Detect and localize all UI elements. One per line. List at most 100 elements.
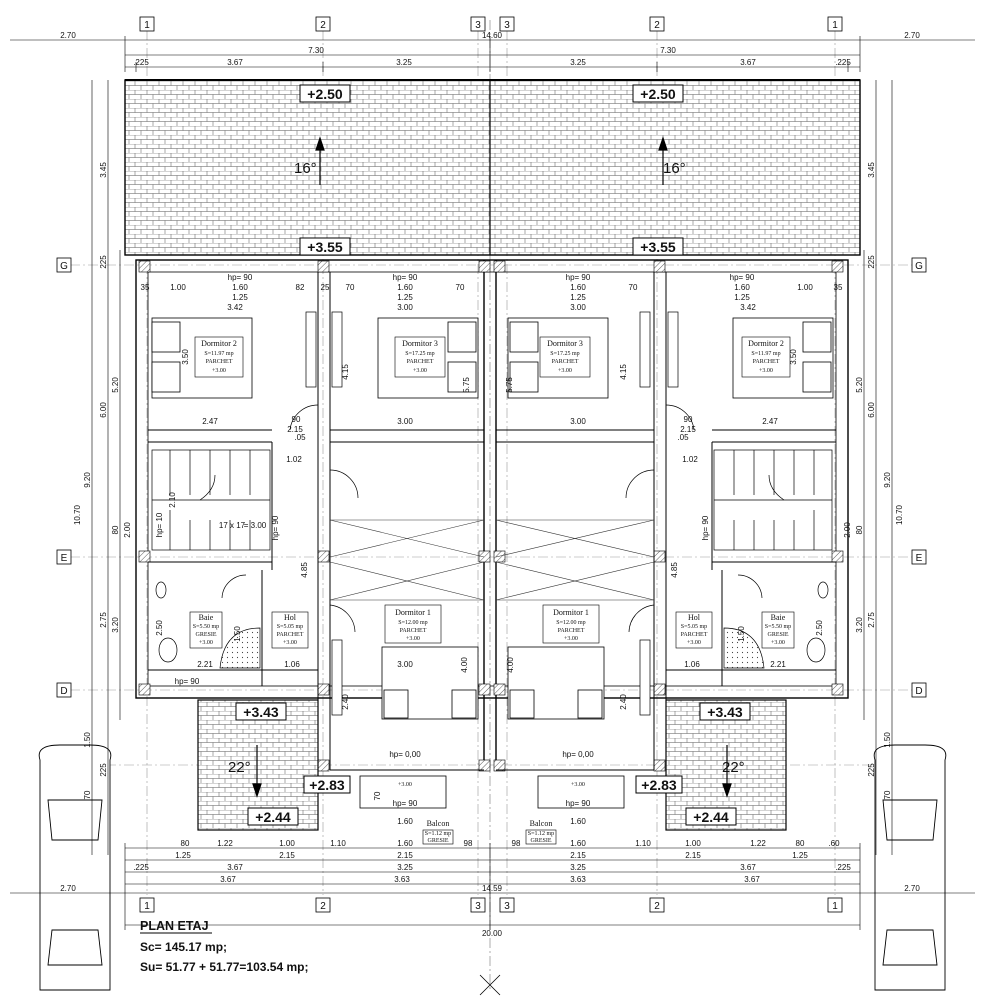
- dim-150: 1.50: [233, 626, 242, 642]
- porch-roofs: [197, 699, 787, 831]
- dim-left-2: 5.20: [111, 377, 120, 393]
- section-mark: [479, 974, 501, 996]
- porch-elevation-bottom-right: +2.44: [693, 809, 729, 825]
- parked-cars: [38, 744, 947, 991]
- staircase-right: [713, 449, 833, 551]
- inner-dim-r-342: 3.42: [740, 303, 756, 312]
- room-area-dormitor2-left: S=11.97 mp: [204, 351, 233, 357]
- dim-r-250: 2.50: [815, 620, 824, 636]
- dim-right-12: 70: [883, 790, 892, 799]
- dim-bottom-r1-r6: .60: [828, 839, 840, 848]
- area-built: Sc= 145.17 mp;: [140, 940, 227, 954]
- dim-bottom-r1-r0: 98: [512, 839, 521, 848]
- dim-left-1: 225: [99, 255, 108, 269]
- dim-350: 3.50: [181, 349, 190, 365]
- dim-bottom-r1-r4: 1.22: [750, 839, 766, 848]
- window-hp-4: hp= 0,00: [389, 750, 421, 759]
- room-level-baie-right: +3.00: [771, 640, 785, 646]
- room-finish-baie-left: GRESIE: [196, 632, 217, 638]
- room-name-dormitor1-right: Dormitor 1: [553, 608, 589, 617]
- window-r-hp-1: hp= 90: [566, 273, 591, 282]
- dim-bottom-r1-r5: 80: [796, 839, 805, 848]
- dim-bottom-r4-r0: 3.63: [570, 875, 586, 884]
- inner-dim-25: 25: [321, 283, 330, 292]
- balconies: [359, 775, 625, 809]
- dim-top-right-side: 2.70: [904, 31, 920, 40]
- inner-dim-125-b: 1.25: [397, 293, 413, 302]
- room-name-dormitor1-left: Dormitor 1: [395, 608, 431, 617]
- inner-dim-100: 1.00: [170, 283, 186, 292]
- room-finish-dormitor1-left: PARCHET: [400, 628, 427, 634]
- eave-elevation-left: +3.55: [307, 239, 343, 255]
- porch-elevation-bottom-left: +2.44: [255, 809, 291, 825]
- dim-right-5: 10.70: [895, 504, 904, 525]
- room-name-hol-left: Hol: [284, 613, 297, 622]
- room-area-dormitor3-left: S=17.25 mp: [405, 351, 434, 357]
- inner-dim-82: 82: [296, 283, 305, 292]
- inner-dim-35-a: 35: [141, 283, 150, 292]
- dim-top-left-2: 3.25: [396, 58, 412, 67]
- dim-left-11: 225: [99, 763, 108, 777]
- door-swings: [221, 404, 763, 633]
- balcony-r-hp-90: hp= 90: [566, 799, 591, 808]
- stair-r-hp-90: hp= 90: [701, 515, 710, 540]
- roof-elevations: [299, 84, 684, 256]
- room-name-hol-right: Hol: [688, 613, 701, 622]
- dim-top-left-1: 3.67: [227, 58, 243, 67]
- window-hp-2: hp= 90: [393, 273, 418, 282]
- dim-r-350: 3.50: [789, 349, 798, 365]
- axis-label-bottom-2: 2: [320, 901, 326, 912]
- stair-r-dim-102: 1.02: [682, 455, 698, 464]
- room-name-dormitor3-left: Dormitor 3: [402, 339, 438, 348]
- axis-label-bottom-2r: 2: [654, 901, 660, 912]
- dim-right-0: 3.45: [867, 162, 876, 178]
- dim-bottom-r1-r2: 1.10: [635, 839, 651, 848]
- dim-left-0: 3.45: [99, 162, 108, 178]
- inner-dim-160-a: 1.60: [232, 283, 248, 292]
- inner-dim-r-70-b: 70: [629, 283, 638, 292]
- dim-top-overall: 14.60: [482, 31, 503, 40]
- drawing-title: PLAN ETAJ: [140, 919, 209, 933]
- inner-dim-r-100: 1.00: [797, 283, 813, 292]
- axis-label-top-3r: 3: [504, 20, 510, 31]
- dim-bottom-site-total: 20.00: [482, 929, 503, 938]
- window-hp-1: hp= 90: [228, 273, 253, 282]
- dim-bottom-r1-l5: 98: [464, 839, 473, 848]
- dim-left-8: 2.75: [99, 612, 108, 628]
- dim-r-575: 5.75: [505, 377, 514, 393]
- balcony-dim-70: 70: [373, 791, 382, 800]
- window-hp-3: hp= 90: [175, 677, 200, 686]
- axis-label-E: E: [61, 553, 68, 564]
- room-level-baie-left: +3.00: [199, 640, 213, 646]
- inner-dim-r-247: 2.47: [762, 417, 778, 426]
- dim-left-6: 80: [111, 525, 120, 534]
- bed1-r-dim-400: 4.00: [506, 657, 515, 673]
- inner-dim-r-106: 1.06: [684, 660, 700, 669]
- room-area-balcon-right: S=1.12 mp: [528, 831, 554, 837]
- dim-bottom-r2-l1: 2.15: [279, 851, 295, 860]
- dim-bottom-r1-l1: 1.22: [217, 839, 233, 848]
- bed1-r-dim-240: 2.40: [619, 694, 628, 710]
- balcony-r-dim-160: 1.60: [570, 817, 586, 826]
- dim-bottom-r3-r2: .225: [835, 863, 851, 872]
- dim-bottom-r3-l2: 3.25: [397, 863, 413, 872]
- roof-slope-arrows: [315, 136, 668, 185]
- top-dimension-lines: [10, 36, 975, 72]
- room-area-hol-right: S=5.05 mp: [681, 624, 707, 630]
- dim-top-left-side: 2.70: [60, 31, 76, 40]
- ridge-elevation-right: +2.50: [640, 86, 676, 102]
- inner-dim-221: 2.21: [197, 660, 213, 669]
- hallway-cross-marks: [329, 519, 655, 601]
- room-level-balcon-right: +3.00: [571, 782, 585, 788]
- porch-elevation-top-left: +3.43: [243, 704, 279, 720]
- dim-right-1: 225: [867, 255, 876, 269]
- dim-bottom-r1-r3: 1.00: [685, 839, 701, 848]
- room-area-dormitor2-right: S=11.97 mp: [751, 351, 780, 357]
- room-finish-dormitor3-left: PARCHET: [407, 359, 434, 365]
- inner-dim-r-90: 90: [684, 415, 693, 424]
- room-area-dormitor1-right: S=12.00 mp: [556, 620, 585, 626]
- inner-dim-r-221: 2.21: [770, 660, 786, 669]
- axis-label-top-3: 3: [475, 20, 481, 31]
- porch-elevation-mid-left: +2.83: [309, 777, 345, 793]
- room-name-balcon-right: Balcon: [530, 819, 553, 828]
